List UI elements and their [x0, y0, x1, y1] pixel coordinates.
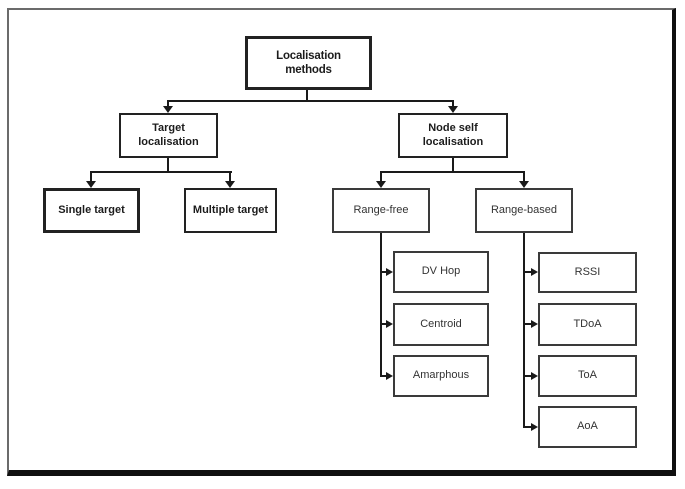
connector-line: [382, 375, 387, 377]
node-label: ToA: [578, 369, 597, 382]
arrowhead-down-icon: [163, 106, 173, 113]
node-label: Multiple target: [192, 203, 269, 216]
connector-line: [167, 158, 169, 173]
node-label: RSSI: [574, 265, 601, 278]
node-dv-hop: DV Hop: [393, 251, 489, 293]
node-label: Centroid: [420, 317, 462, 330]
node-label: Range-free: [353, 203, 409, 216]
connector-line: [90, 173, 92, 181]
arrowhead-down-icon: [225, 181, 235, 188]
arrowhead-down-icon: [448, 106, 458, 113]
connector-line: [380, 173, 382, 181]
node-label: Target localisation: [138, 121, 199, 148]
connector-line: [525, 426, 531, 428]
connector-line: [90, 171, 232, 173]
arrowhead-right-icon: [386, 268, 393, 276]
arrowhead-right-icon: [531, 320, 538, 328]
arrowhead-right-icon: [531, 423, 538, 431]
node-label: DV Hop: [421, 265, 461, 278]
node-rssi: RSSI: [538, 252, 637, 293]
connector-line: [167, 100, 454, 102]
connector-line: [525, 375, 531, 377]
connector-line: [167, 102, 169, 107]
arrowhead-down-icon: [519, 181, 529, 188]
connector-line: [229, 173, 231, 181]
arrowhead-down-icon: [86, 181, 96, 188]
connector-line: [452, 102, 454, 107]
arrowhead-right-icon: [531, 268, 538, 276]
node-label: AoA: [577, 420, 598, 433]
node-node-self-localisation: Node self localisation: [398, 113, 508, 158]
node-single-target: Single target: [43, 188, 140, 233]
arrowhead-right-icon: [386, 372, 393, 380]
connector-line: [382, 323, 387, 325]
node-amarphous: Amarphous: [393, 355, 489, 397]
node-toa: ToA: [538, 355, 637, 397]
node-label: Node self localisation: [422, 121, 484, 148]
node-multiple-target: Multiple target: [184, 188, 277, 233]
node-aoa: AoA: [538, 406, 637, 448]
node-label: Amarphous: [412, 369, 470, 382]
arrowhead-right-icon: [386, 320, 393, 328]
node-label: Range-based: [490, 203, 558, 216]
arrowhead-down-icon: [376, 181, 386, 188]
connector-line: [382, 271, 387, 273]
arrowhead-right-icon: [531, 372, 538, 380]
node-label: Localisation methods: [276, 49, 341, 76]
connector-line: [452, 158, 454, 173]
connector-line: [306, 90, 308, 102]
connector-line: [523, 173, 525, 181]
figure-border: [7, 8, 676, 476]
node-centroid: Centroid: [393, 303, 489, 346]
node-localisation-methods: Localisation methods: [245, 36, 372, 90]
connector-line: [380, 233, 382, 377]
node-tdoa: TDoA: [538, 303, 637, 346]
node-label: Single target: [58, 203, 125, 216]
node-target-localisation: Target localisation: [119, 113, 218, 158]
connector-line: [525, 323, 531, 325]
node-label: TDoA: [573, 317, 602, 330]
connector-line: [380, 171, 525, 173]
node-range-based: Range-based: [475, 188, 573, 233]
connector-line: [523, 233, 525, 428]
connector-line: [525, 271, 531, 273]
node-range-free: Range-free: [332, 188, 430, 233]
